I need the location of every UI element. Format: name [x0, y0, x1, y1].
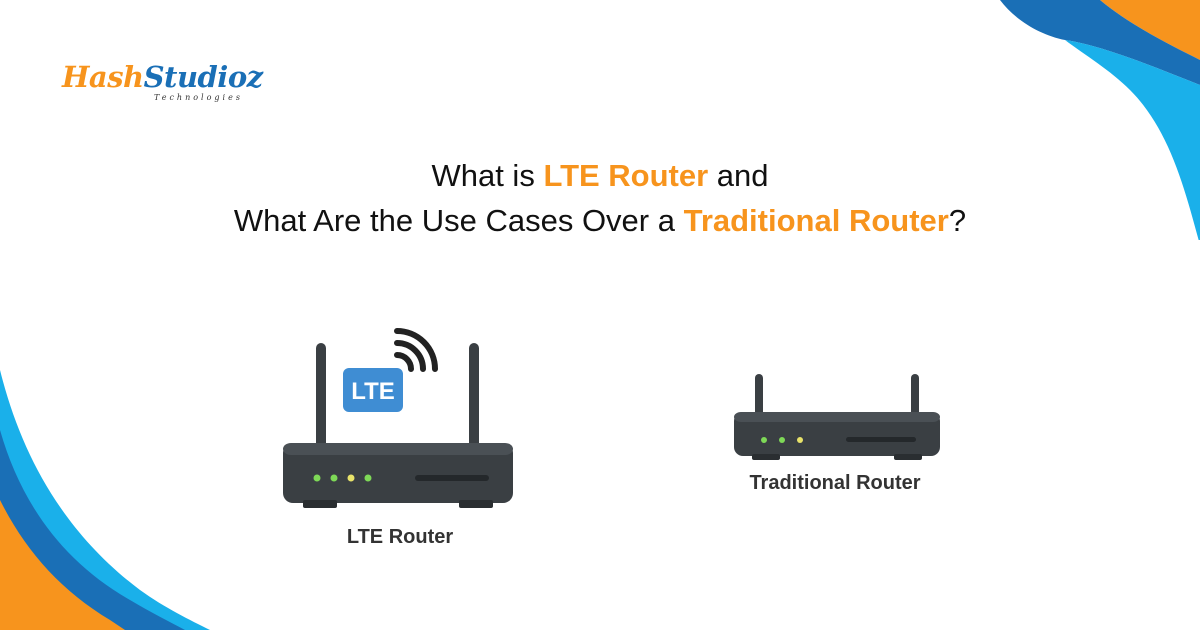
status-led: [797, 437, 803, 443]
router-body: [734, 412, 940, 456]
corner-wave-top-right: [1000, 0, 1200, 240]
lte-badge: LTE: [343, 368, 403, 412]
brand-logo-text: HashStudioz: [62, 60, 263, 94]
router-foot-right: [459, 500, 493, 508]
status-led: [347, 474, 355, 482]
title-highlight-lte-router: LTE Router: [543, 158, 709, 193]
title-line1-prefix: What is: [431, 158, 544, 193]
router-foot-left: [752, 454, 780, 460]
title-line2-suffix: ?: [948, 203, 967, 238]
router-body: [283, 443, 513, 503]
brand-name-part2: Studioz: [143, 60, 264, 94]
antenna-right: [469, 343, 479, 453]
title-line1-suffix: and: [708, 158, 769, 193]
lte-router-illustration: LTE: [283, 328, 513, 508]
status-led: [779, 437, 785, 443]
status-led: [313, 474, 321, 482]
router-foot-right: [894, 454, 922, 460]
wifi-signal-icon: [394, 328, 438, 372]
router-vent: [846, 437, 916, 442]
traditional-router-illustration: [734, 374, 940, 460]
title-line-1: What is LTE Router and: [0, 153, 1200, 198]
router-foot-left: [303, 500, 337, 508]
brand-tagline: Technologies: [154, 93, 243, 102]
brand-name-part1: Hash: [62, 60, 144, 94]
brand-logo[interactable]: HashStudioz Technologies: [62, 60, 272, 108]
corner-wave-bottom-left: [0, 370, 210, 630]
title-line2-prefix: What Are the Use Cases Over a: [233, 203, 684, 238]
status-led: [364, 474, 372, 482]
title-highlight-traditional-router: Traditional Router: [683, 203, 949, 238]
lte-router-caption: LTE Router: [346, 526, 454, 548]
page-title: What is LTE Router and What Are the Use …: [0, 153, 1200, 243]
router-vent: [415, 475, 489, 481]
title-line-2: What Are the Use Cases Over a Traditiona…: [0, 198, 1200, 243]
status-led: [330, 474, 338, 482]
status-led: [761, 437, 767, 443]
antenna-left: [316, 343, 326, 453]
lte-badge-text: LTE: [351, 378, 395, 405]
traditional-router-caption: Traditional Router: [749, 472, 921, 494]
